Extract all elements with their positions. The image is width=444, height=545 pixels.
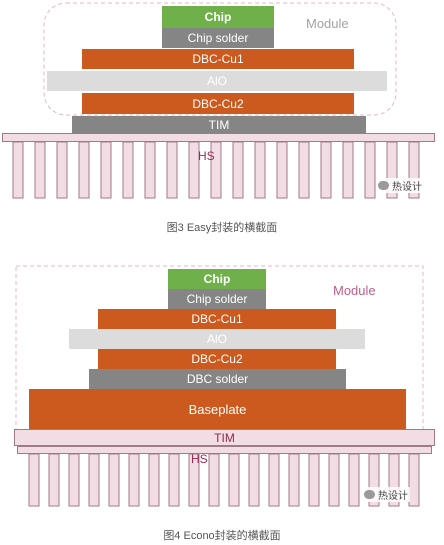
wechat-icon bbox=[364, 490, 375, 499]
fig3-heatsink-fin bbox=[408, 141, 420, 199]
fig4-heatsink-fin bbox=[128, 453, 140, 507]
fig3-outlines bbox=[12, 2, 420, 199]
fig4-heatsink-fin bbox=[88, 453, 100, 507]
fig4-caption: 图4 Econo封装的横截面 bbox=[163, 530, 281, 542]
fig3-heatsink-fin bbox=[364, 141, 376, 199]
fig4-tim-layer: TIM bbox=[14, 429, 435, 446]
wechat-icon bbox=[378, 181, 389, 190]
fig3-heatsink-fin bbox=[144, 141, 156, 199]
fig3-heatsink-fin bbox=[12, 141, 24, 199]
fig3-heatsink-fin bbox=[166, 141, 178, 199]
figure-4-econo-cross-section: Chip Chip solder DBC-Cu1 AlO DBC-Cu2 DBC… bbox=[0, 262, 444, 517]
fig4-alo-layer: AlO bbox=[69, 329, 365, 349]
fig4-heatsink-fin bbox=[148, 453, 160, 507]
fig3-heatsink-fin bbox=[78, 141, 90, 199]
fig3-heatsink-fins bbox=[12, 141, 420, 199]
fig4-heatsink-fin bbox=[228, 453, 240, 507]
fig4-watermark-text: 热设计 bbox=[378, 491, 408, 502]
fig3-dbc-cu1-layer: DBC-Cu1 bbox=[82, 49, 354, 69]
fig3-heatsink-fin bbox=[188, 141, 200, 199]
fig4-heatsink-fin bbox=[268, 453, 280, 507]
fig3-heatsink-fin bbox=[276, 141, 288, 199]
fig4-heatsink-fin bbox=[28, 453, 40, 507]
fig3-tim-layer: TIM bbox=[72, 116, 366, 133]
fig3-dbc-cu2-layer: DBC-Cu2 bbox=[82, 93, 354, 114]
fig4-heatsink-fin bbox=[348, 453, 360, 507]
fig4-module-label: Module bbox=[333, 283, 376, 298]
fig3-module-label: Module bbox=[306, 16, 349, 31]
fig4-chip-solder-layer: Chip solder bbox=[168, 289, 266, 309]
fig4-dbc-solder-layer: DBC solder bbox=[89, 369, 346, 389]
fig3-heatsink-fin bbox=[342, 141, 354, 199]
fig4-module-boundary bbox=[15, 265, 424, 433]
fig3-heatsink-fin bbox=[298, 141, 310, 199]
fig3-module-boundary bbox=[43, 2, 397, 116]
fig4-hs-label: HS bbox=[191, 452, 208, 466]
fig3-heatsink-fin bbox=[320, 141, 332, 199]
fig3-caption: 图3 Easy封装的横截面 bbox=[166, 222, 278, 234]
fig4-chip-layer: Chip bbox=[168, 269, 266, 289]
fig3-watermark: 热设计 bbox=[376, 178, 424, 193]
fig3-heatsink-fin bbox=[210, 141, 222, 199]
fig4-baseplate-layer: Baseplate bbox=[29, 389, 406, 429]
fig4-heatsink-fin bbox=[68, 453, 80, 507]
figure-3-easy-cross-section: Chip Chip solder DBC-Cu1 AlO DBC-Cu2 TIM… bbox=[0, 0, 444, 210]
fig4-outlines bbox=[15, 265, 424, 507]
fig4-dbc-cu2-layer: DBC-Cu2 bbox=[98, 349, 336, 369]
fig4-heatsink-fin bbox=[288, 453, 300, 507]
fig3-heatsink-fin bbox=[386, 141, 398, 199]
fig3-heatsink-fin bbox=[34, 141, 46, 199]
fig4-heatsink-fin bbox=[188, 453, 200, 507]
fig3-heatsink-base bbox=[2, 133, 435, 142]
fig3-chip-layer: Chip bbox=[162, 6, 274, 28]
fig3-heatsink-fin bbox=[122, 141, 134, 199]
fig4-heatsink-fin bbox=[248, 453, 260, 507]
fig4-watermark: 热设计 bbox=[362, 487, 410, 502]
fig3-alo-layer: AlO bbox=[47, 71, 387, 91]
fig4-heatsink-fin bbox=[108, 453, 120, 507]
fig4-heatsink-fin bbox=[208, 453, 220, 507]
fig3-chip-solder-layer: Chip solder bbox=[162, 28, 274, 48]
fig3-hs-label: HS bbox=[198, 149, 215, 163]
fig3-watermark-text: 热设计 bbox=[392, 182, 422, 193]
fig3-heatsink-fin bbox=[100, 141, 112, 199]
fig4-heatsink-fin bbox=[308, 453, 320, 507]
fig3-heatsink-fin bbox=[56, 141, 68, 199]
fig4-heatsink-fin bbox=[328, 453, 340, 507]
fig4-heatsink-fin bbox=[48, 453, 60, 507]
fig4-heatsink-fin bbox=[168, 453, 180, 507]
fig4-heatsink-fins bbox=[28, 453, 420, 507]
fig3-heatsink-fin bbox=[232, 141, 244, 199]
fig4-dbc-cu1-layer: DBC-Cu1 bbox=[98, 309, 336, 329]
fig4-heatsink-fin bbox=[388, 453, 400, 507]
fig3-heatsink-fin bbox=[254, 141, 266, 199]
fig4-heatsink-fin bbox=[408, 453, 420, 507]
fig4-heatsink-fin bbox=[368, 453, 380, 507]
fig4-heatsink-base bbox=[17, 446, 432, 454]
